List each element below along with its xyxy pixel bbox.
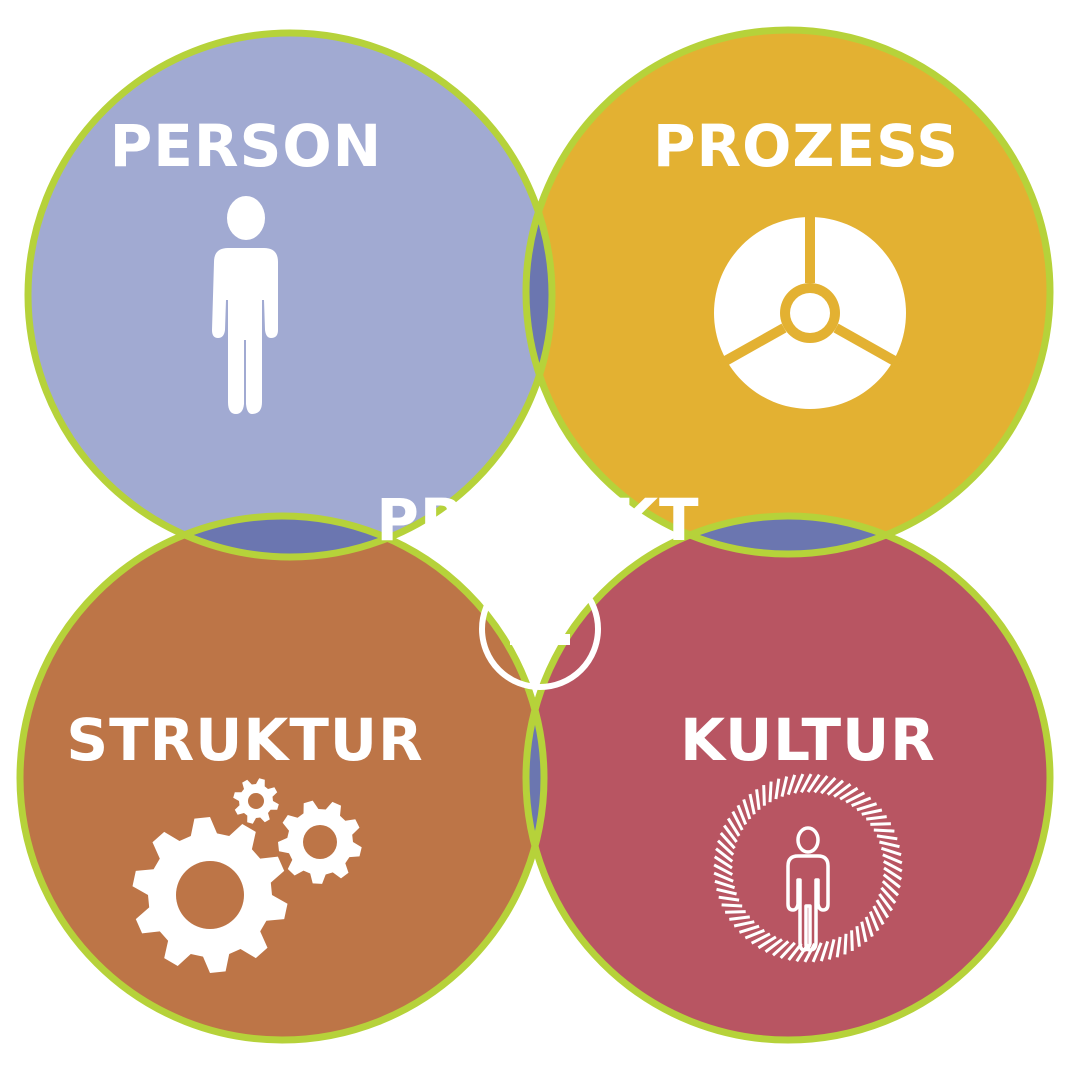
label-prozess: PROZESS — [653, 112, 959, 180]
label-produkt: PRODUKT — [376, 486, 699, 554]
person-in-circle-icon — [713, 773, 903, 963]
label-kultur: KULTUR — [680, 706, 936, 774]
label-person: PERSON — [110, 112, 382, 180]
gear-small-icon — [233, 778, 279, 824]
gears-icon — [132, 778, 362, 973]
circle-outlines — [16, 26, 1054, 1044]
circle-kultur — [526, 516, 1050, 1040]
circle-person — [28, 33, 552, 557]
pie-cycle-icon — [714, 210, 906, 409]
person-icon — [212, 196, 278, 414]
gear-medium-icon — [278, 800, 362, 884]
equals-circle-icon — [479, 568, 601, 690]
label-struktur: STRUKTUR — [66, 706, 423, 774]
gear-large-icon — [132, 817, 288, 973]
